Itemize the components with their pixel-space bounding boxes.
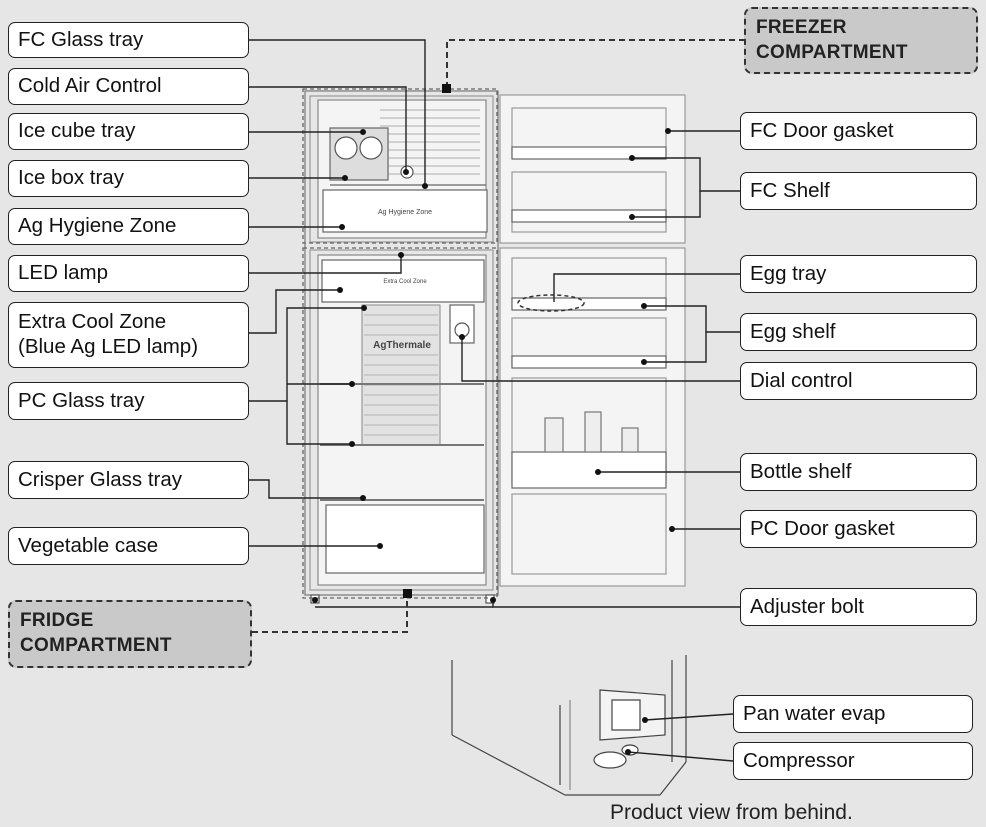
label-cold-air-control: Cold Air Control [8,68,249,105]
label-fc-door-gasket: FC Door gasket [740,112,977,150]
label-adjuster-bolt: Adjuster bolt [740,588,977,626]
label-led-lamp: LED lamp [8,255,249,292]
freezer-line1: FREEZER [756,17,847,38]
extra-cool-marking: Extra Cool Zone [383,279,427,285]
label-vegetable-case: Vegetable case [8,527,249,565]
freezer-outline [302,88,498,244]
label-compressor: Compressor [733,742,973,780]
fridge-body [304,90,499,604]
label-dial-control: Dial control [740,362,977,400]
label-bottle-shelf: Bottle shelf [740,453,977,491]
label-extra-cool-zone: Extra Cool Zone (Blue Ag LED lamp) [8,302,249,368]
label-pc-door-gasket: PC Door gasket [740,510,977,548]
freezer-compartment-callout: FREEZER COMPARTMENT [744,7,978,74]
label-ag-hygiene-zone: Ag Hygiene Zone [8,208,249,245]
ag-thermal-marking: AgThermale [373,340,431,351]
label-fc-shelf: FC Shelf [740,172,977,210]
fridge-compartment-callout: FRIDGE COMPARTMENT [8,600,252,668]
rear-view [451,655,687,796]
fridge-line1: FRIDGE [20,610,94,631]
label-pan-water-evap: Pan water evap [733,695,973,733]
leader-dots [312,128,675,755]
leader-lines [249,39,740,762]
label-crisper-glass-tray: Crisper Glass tray [8,461,249,499]
fridge-door [499,94,686,587]
ag-hygiene-marking: Ag Hygiene Zone [378,209,432,216]
label-ice-cube-tray: Ice cube tray [8,113,249,150]
caption: Product view from behind. [610,801,853,824]
fridge-line2: COMPARTMENT [20,635,172,657]
label-fc-glass-tray: FC Glass tray [8,22,249,58]
label-extra-cool-zone-line1: Extra Cool Zone [18,310,167,334]
label-extra-cool-zone-line2: (Blue Ag LED lamp) [18,335,199,358]
label-ice-box-tray: Ice box tray [8,160,249,197]
freezer-line2: COMPARTMENT [756,42,908,64]
label-egg-tray: Egg tray [740,255,977,293]
label-egg-shelf: Egg shelf [740,313,977,351]
label-pc-glass-tray: PC Glass tray [8,382,249,420]
fridge-outline [302,247,498,599]
egg-tray-highlight [517,294,585,312]
